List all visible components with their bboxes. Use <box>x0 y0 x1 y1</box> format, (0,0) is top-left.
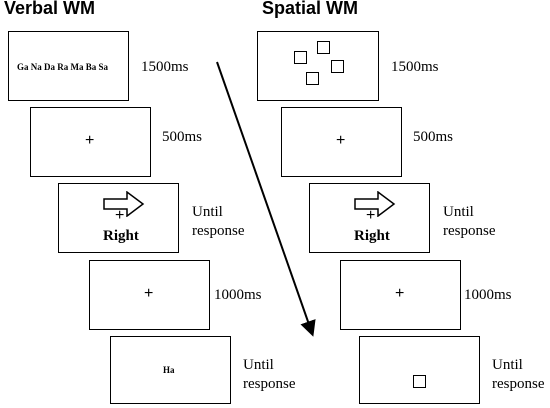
verbal-probe-until-label: Until response <box>243 356 296 394</box>
verbal-wm-title: Verbal WM <box>4 0 96 18</box>
response-text: response <box>443 223 496 239</box>
fixation-cross: + <box>336 132 346 149</box>
verbal-memory-frame: Ga Na Da Ra Ma Ba Sa <box>8 31 129 101</box>
fixation-cross: + <box>395 285 405 302</box>
response-text: response <box>192 223 245 239</box>
verbal-probe-frame: Ha <box>110 336 231 404</box>
spatial-fixation2-duration: 1000ms <box>464 287 512 303</box>
until-text: Until <box>192 204 223 220</box>
verbal-probe-syllable: Ha <box>163 365 175 375</box>
verbal-arrow-frame: + Right <box>58 183 179 253</box>
response-text: response <box>243 376 296 392</box>
square-icon <box>413 375 426 388</box>
until-text: Until <box>492 357 523 373</box>
spatial-until-label: Until response <box>443 203 496 241</box>
square-icon <box>331 60 344 73</box>
spatial-memory-duration: 1500ms <box>391 59 439 75</box>
until-text: Until <box>243 357 274 373</box>
direction-word: Right <box>354 228 390 244</box>
square-icon <box>294 51 307 64</box>
spatial-wm-title: Spatial WM <box>262 0 359 18</box>
fixation-cross: + <box>144 285 154 302</box>
square-icon <box>317 41 330 54</box>
verbal-fixation1-duration: 500ms <box>162 129 203 145</box>
spatial-probe-frame <box>359 336 480 404</box>
spatial-probe-until-label: Until response <box>492 356 545 394</box>
verbal-until-label: Until response <box>192 203 245 241</box>
right-arrow-icon <box>103 191 145 217</box>
verbal-memory-syllables: Ga Na Da Ra Ma Ba Sa <box>17 62 109 72</box>
verbal-memory-duration: 1500ms <box>141 59 189 75</box>
square-icon <box>306 72 319 85</box>
direction-word: Right <box>103 228 139 244</box>
verbal-fixation-frame-2: + <box>89 260 210 330</box>
right-arrow-icon <box>354 191 396 217</box>
spatial-arrow-frame: + Right <box>309 183 430 253</box>
verbal-fixation2-duration: 1000ms <box>214 287 262 303</box>
fixation-cross: + <box>85 132 95 149</box>
verbal-fixation-frame-1: + <box>30 107 151 177</box>
until-text: Until <box>443 204 474 220</box>
spatial-fixation-frame-1: + <box>281 107 402 177</box>
fixation-cross: + <box>115 207 125 224</box>
fixation-cross: + <box>366 207 376 224</box>
spatial-fixation-frame-2: + <box>340 260 461 330</box>
spatial-fixation1-duration: 500ms <box>413 129 454 145</box>
response-text: response <box>492 376 545 392</box>
spatial-memory-frame <box>257 31 379 101</box>
